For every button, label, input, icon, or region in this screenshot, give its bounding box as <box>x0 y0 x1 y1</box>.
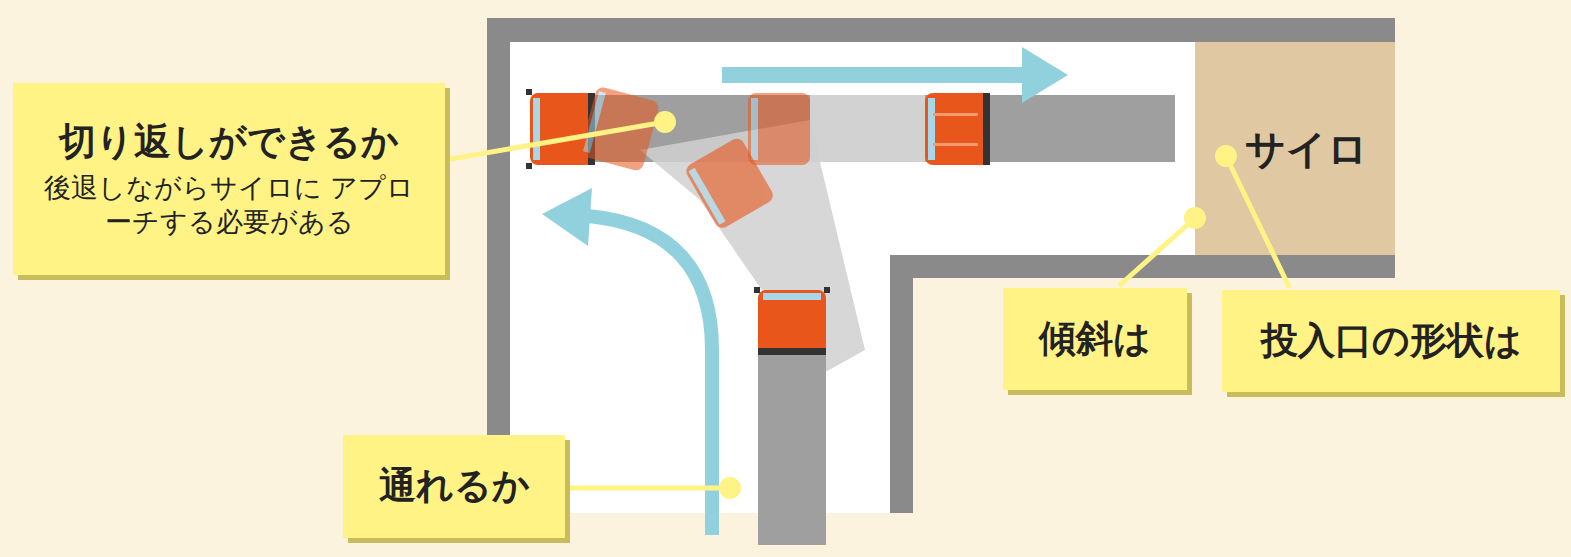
wall <box>890 255 913 513</box>
leader-dot <box>1215 145 1237 167</box>
silo-label: サイロ <box>1195 42 1395 255</box>
leader-dot <box>654 111 676 133</box>
truck-trail <box>810 95 925 162</box>
callout-heading: 傾斜は <box>1039 316 1151 362</box>
callout-box: 切り返しができるか後退しながらサイロに アプローチする必要がある <box>13 83 445 275</box>
callout-box: 傾斜は <box>1003 288 1187 390</box>
truck <box>925 93 990 165</box>
callout-body: 後退しながらサイロに アプローチする必要がある <box>39 171 419 239</box>
truck-ghost <box>683 136 775 231</box>
flow-arrow-head <box>542 188 592 246</box>
truck-trail <box>758 355 826 545</box>
callout-heading: 切り返しができるか <box>59 119 399 165</box>
callout-heading: 投入口の形状は <box>1261 318 1522 364</box>
flow-arrow <box>722 67 1028 83</box>
silo-area <box>1195 42 1395 255</box>
leader-path <box>1226 156 1290 288</box>
leader-line <box>565 486 730 491</box>
leader-dot <box>1184 207 1206 229</box>
flow-arrow-head <box>1022 47 1068 103</box>
leader-line <box>1119 207 1206 286</box>
callout-box: 投入口の形状は <box>1222 290 1560 392</box>
truck <box>754 287 830 355</box>
truck-ghost <box>748 93 810 165</box>
leader-path <box>1119 218 1195 286</box>
callout-heading: 通れるか <box>379 463 530 509</box>
callout-heading: サイロ <box>1245 124 1368 174</box>
callout-box: 通れるか <box>343 435 565 538</box>
leader-dot <box>719 477 741 499</box>
leader-line <box>445 122 665 160</box>
wall <box>487 18 1395 42</box>
truck <box>526 89 595 169</box>
